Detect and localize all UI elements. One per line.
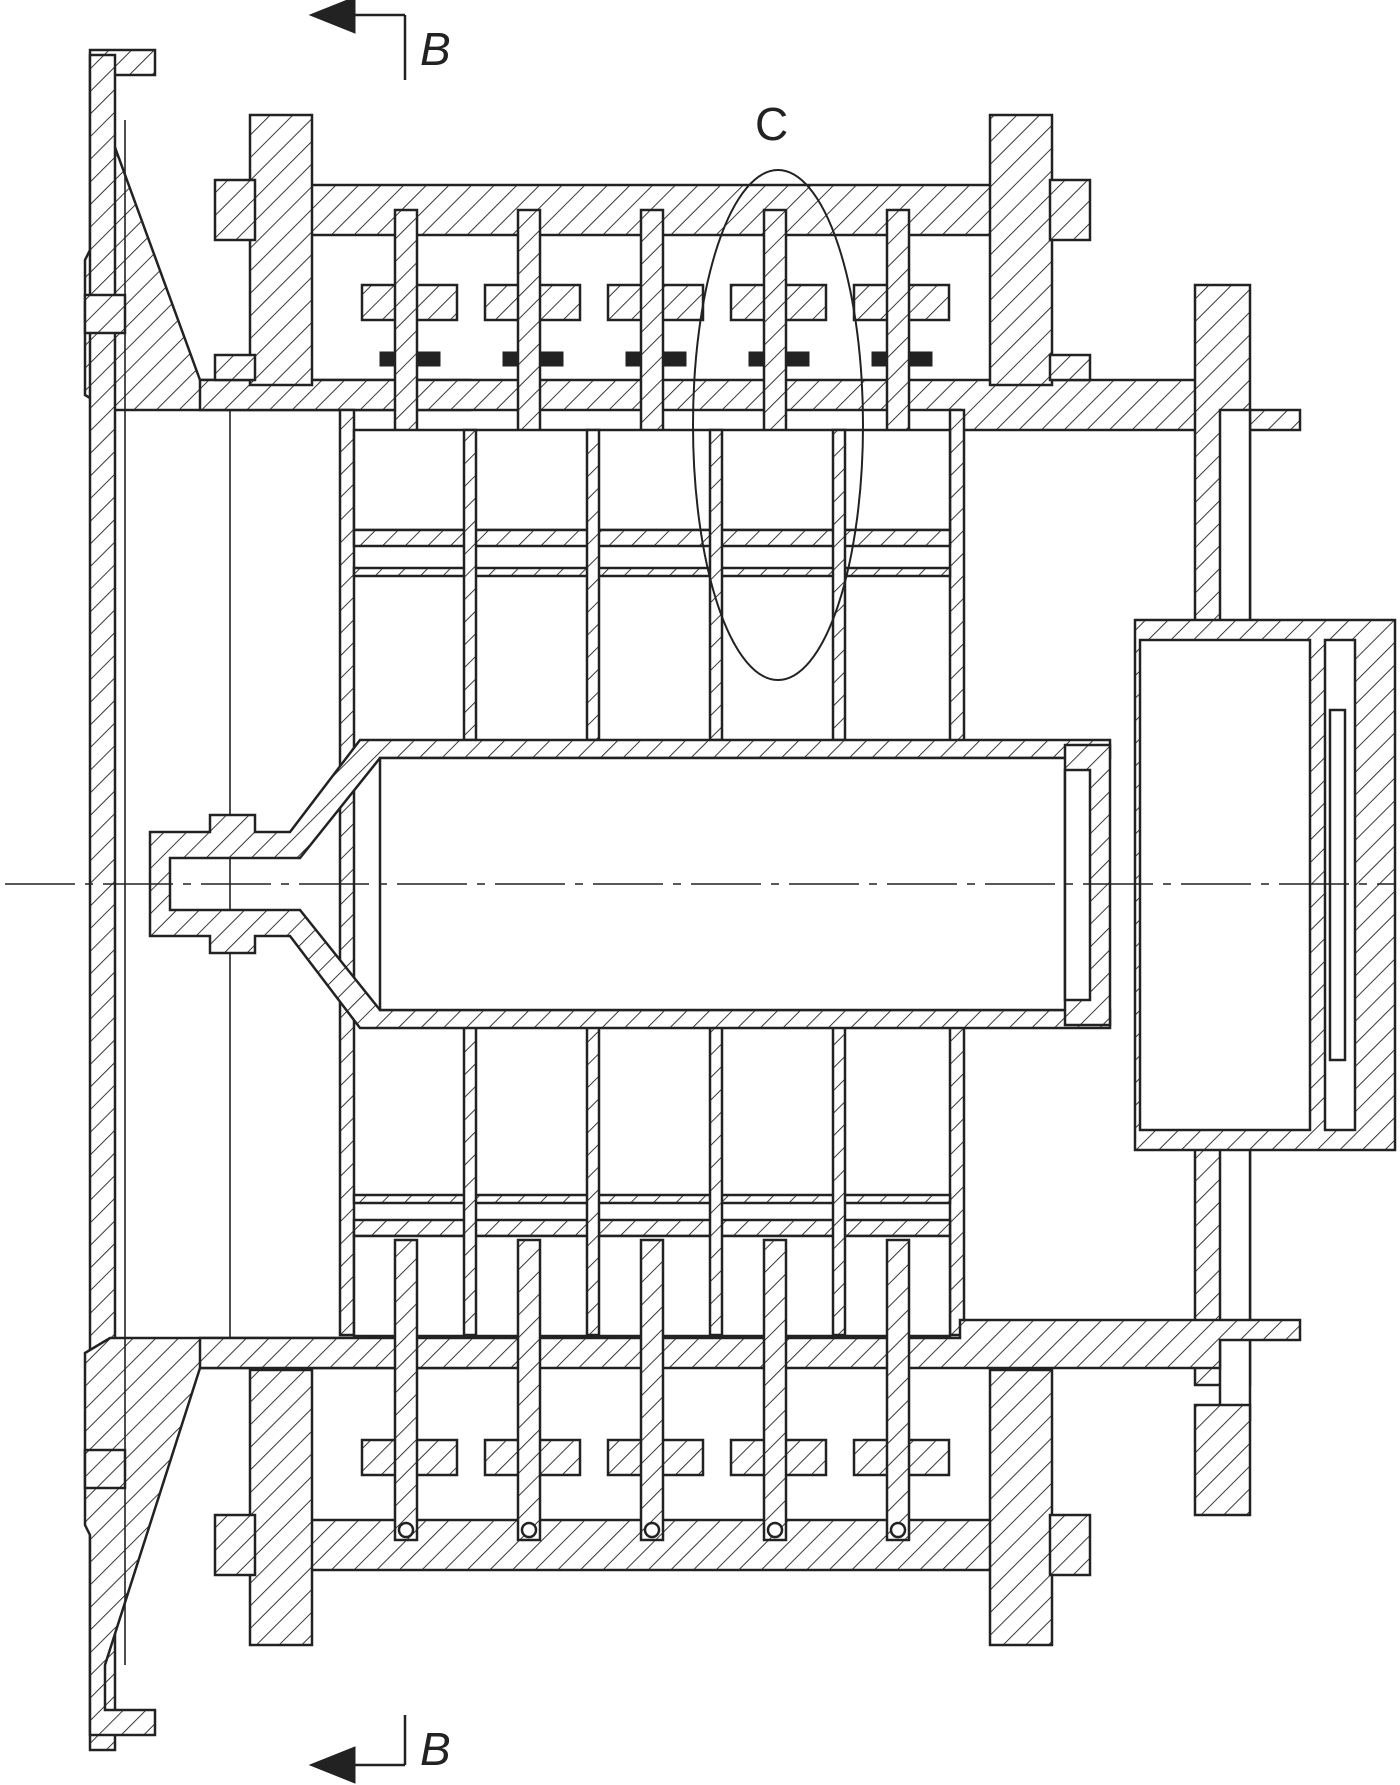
- inner-casing: [338, 408, 966, 1338]
- lower-housing: [198, 1318, 1302, 1647]
- detail-label: C: [755, 98, 788, 150]
- left-end-flange: [83, 48, 472, 1752]
- detail-callout-c: C: [692, 98, 864, 681]
- detail-ellipse: [692, 169, 864, 681]
- section-marker-top: B: [308, 0, 451, 80]
- section-label-top: B: [420, 23, 451, 75]
- right-end-cap: [1133, 618, 1397, 1152]
- lower-shafts: [393, 1238, 911, 1542]
- section-marker-bottom: B: [308, 1715, 451, 1784]
- section-label-bottom: B: [420, 1723, 451, 1775]
